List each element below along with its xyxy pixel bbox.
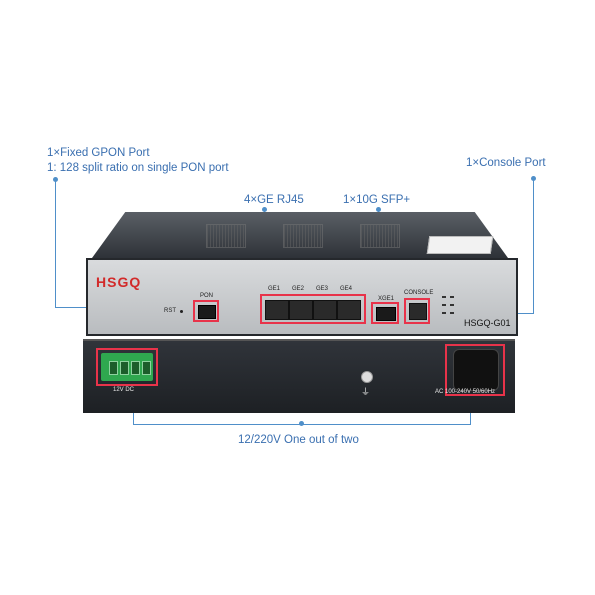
sfp-dot bbox=[376, 207, 381, 212]
ge2-port[interactable] bbox=[289, 300, 313, 320]
power-dot bbox=[299, 421, 304, 426]
dc-label: 12V DC bbox=[113, 387, 135, 393]
terminal-pin bbox=[142, 361, 151, 375]
ac-highlight bbox=[445, 344, 505, 396]
terminal-pin bbox=[131, 361, 140, 375]
front-panel: HSGQ RST PON GE1 GE2 GE3 GE4 XGE1 CONSOL… bbox=[86, 258, 518, 336]
ge1-port[interactable] bbox=[265, 300, 289, 320]
status-led bbox=[442, 304, 446, 306]
xge-highlight bbox=[371, 302, 399, 324]
model-label: HSGQ-G01 bbox=[464, 318, 511, 328]
vent bbox=[283, 224, 323, 248]
status-led bbox=[450, 304, 454, 306]
ge4-port[interactable] bbox=[337, 300, 361, 320]
xge1-label: XGE1 bbox=[378, 296, 395, 302]
gpon-line-v bbox=[55, 180, 56, 308]
console-annotation: 1×Console Port bbox=[466, 157, 546, 169]
console-line-v bbox=[533, 179, 534, 313]
dc-highlight bbox=[96, 348, 158, 386]
power-annotation: 12/220V One out of two bbox=[238, 434, 359, 446]
status-led bbox=[450, 296, 454, 298]
xge1-port[interactable] bbox=[376, 307, 396, 321]
device-sticker bbox=[426, 236, 494, 254]
ge3-port[interactable] bbox=[313, 300, 337, 320]
console-highlight bbox=[404, 298, 430, 324]
pon-port[interactable] bbox=[198, 305, 216, 319]
dc-terminal[interactable] bbox=[101, 353, 153, 381]
ground-icon: ⏚ bbox=[361, 387, 371, 397]
ge3-label: GE3 bbox=[316, 286, 329, 292]
ge-highlight bbox=[260, 294, 366, 324]
vent bbox=[360, 224, 400, 248]
ground-screw-icon bbox=[361, 371, 373, 383]
rst-button[interactable] bbox=[180, 310, 183, 313]
vent bbox=[206, 224, 246, 248]
gpon-dot bbox=[53, 177, 58, 182]
gpon-annotation-line1: 1×Fixed GPON Port bbox=[47, 147, 150, 159]
olt-bottom-unit: 12V DC ⏚ AC 100-240V 50/60Hz bbox=[83, 339, 515, 413]
status-led bbox=[442, 296, 446, 298]
rst-label: RST bbox=[164, 308, 176, 314]
status-led bbox=[450, 312, 454, 314]
console-port[interactable] bbox=[409, 303, 427, 320]
terminal-pin bbox=[120, 361, 129, 375]
brand-logo: HSGQ bbox=[96, 274, 142, 290]
pon-highlight bbox=[193, 300, 219, 322]
console-dot bbox=[531, 176, 536, 181]
ge-annotation: 4×GE RJ45 bbox=[244, 194, 304, 206]
ac-label: AC 100-240V 50/60Hz bbox=[435, 389, 496, 395]
ac-inlet[interactable] bbox=[453, 349, 499, 391]
ge1-label: GE1 bbox=[268, 286, 281, 292]
status-led bbox=[442, 312, 446, 314]
terminal-pin bbox=[109, 361, 118, 375]
ge2-label: GE2 bbox=[292, 286, 305, 292]
pon-label: PON bbox=[200, 293, 214, 299]
ge4-label: GE4 bbox=[340, 286, 353, 292]
ge-dot bbox=[262, 207, 267, 212]
olt-top-unit: HSGQ RST PON GE1 GE2 GE3 GE4 XGE1 CONSOL… bbox=[78, 212, 522, 337]
gpon-annotation-line2: 1: 128 split ratio on single PON port bbox=[47, 162, 229, 174]
console-label: CONSOLE bbox=[404, 290, 434, 296]
sfp-annotation: 1×10G SFP+ bbox=[343, 194, 411, 206]
